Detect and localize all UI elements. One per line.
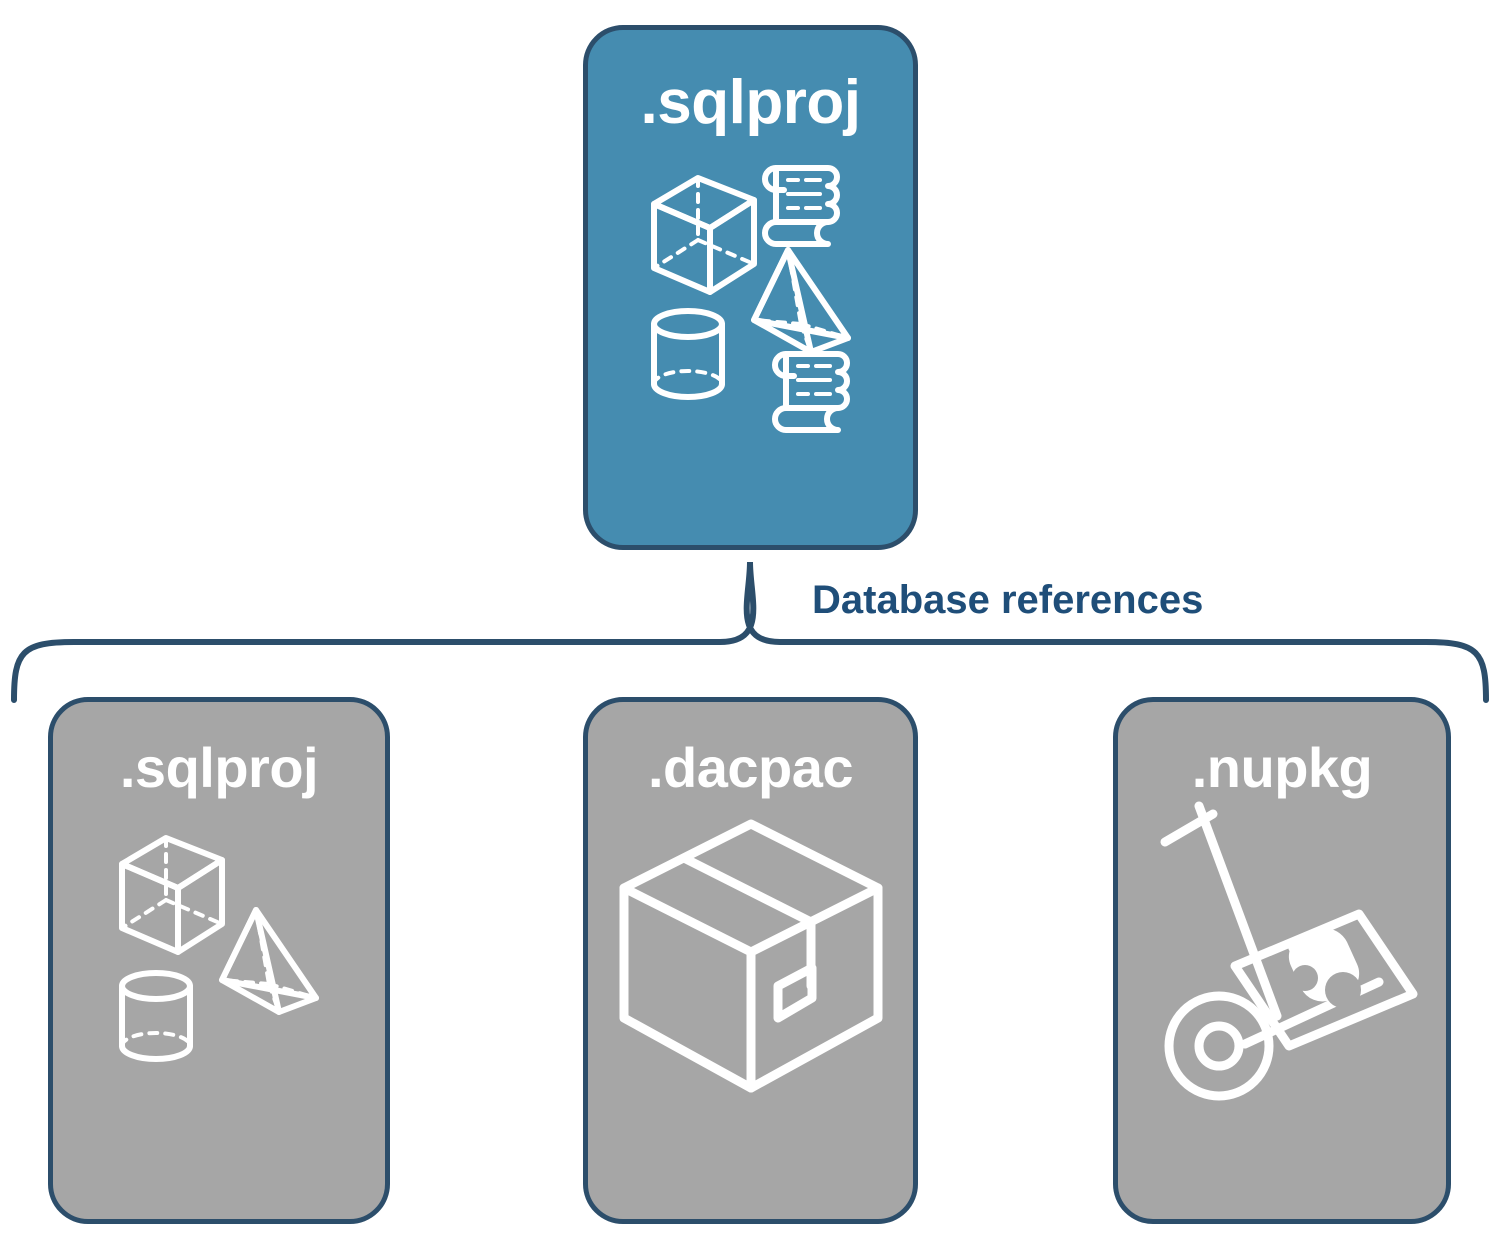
icon-group-dacpac bbox=[606, 806, 896, 1106]
brace-label: Database references bbox=[812, 578, 1204, 622]
card-title: .sqlproj bbox=[119, 736, 319, 799]
scroll-icon bbox=[761, 165, 840, 247]
icon-group-nupkg bbox=[1137, 801, 1427, 1106]
icon-group-sqlproj-root bbox=[636, 152, 866, 433]
card-title: .dacpac bbox=[647, 736, 854, 799]
card-sqlproj-root[interactable]: .sqlproj bbox=[583, 25, 918, 550]
brace-connector bbox=[0, 548, 1500, 708]
hand-truck-icon bbox=[1160, 801, 1384, 1101]
card-nupkg[interactable]: .nupkg bbox=[1113, 697, 1451, 1224]
icon-group-sqlproj-reference bbox=[94, 818, 344, 1098]
brace-path bbox=[11, 561, 1489, 703]
cube-icon bbox=[650, 175, 757, 295]
nuget-package-icon bbox=[1230, 909, 1418, 1051]
card-dacpac[interactable]: .dacpac bbox=[583, 697, 918, 1224]
card-title: .nupkg bbox=[1191, 736, 1373, 799]
cylinder-icon bbox=[119, 970, 193, 1062]
cylinder-icon bbox=[650, 308, 725, 400]
card-sqlproj-reference[interactable]: .sqlproj bbox=[48, 697, 390, 1224]
card-title: .sqlproj bbox=[640, 68, 861, 137]
package-box-icon bbox=[619, 819, 882, 1093]
pyramid-icon bbox=[219, 907, 319, 1015]
scroll-icon bbox=[771, 351, 850, 433]
cube-icon bbox=[119, 835, 225, 955]
pyramid-icon bbox=[750, 247, 851, 355]
